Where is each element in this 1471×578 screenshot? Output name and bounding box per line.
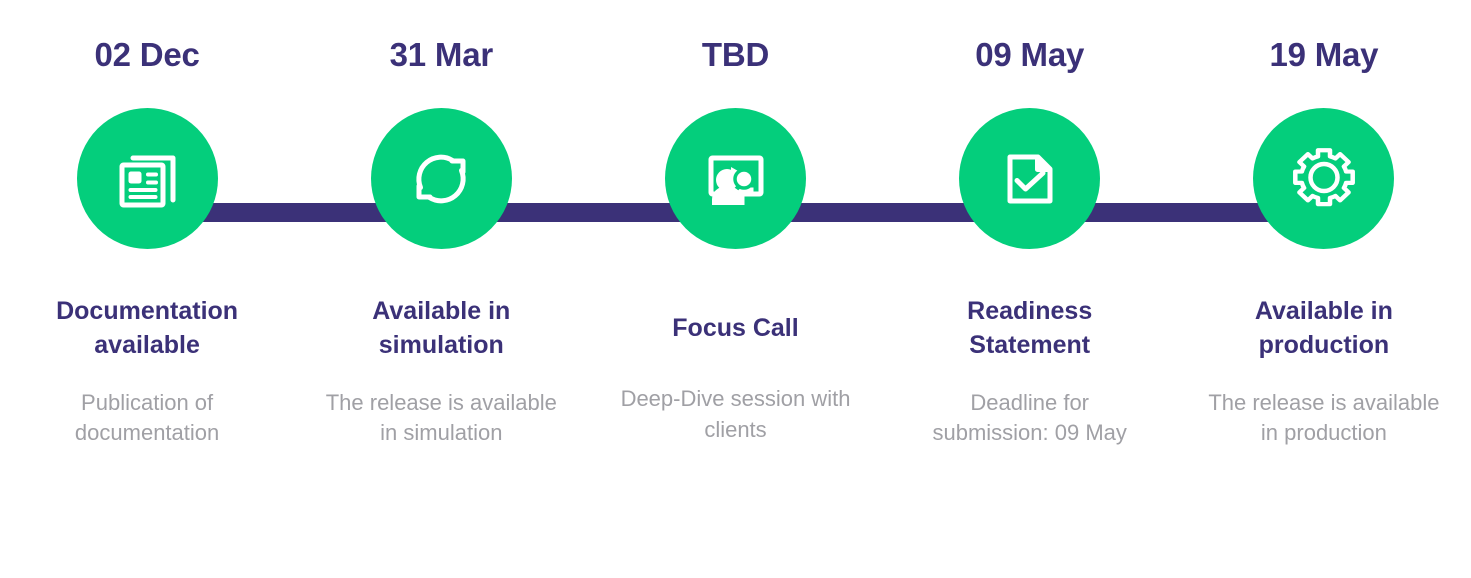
step-date: 31 Mar [389, 35, 494, 73]
step-badge[interactable] [665, 108, 806, 249]
timeline-step-production[interactable]: 19 May Available in production The relea… [1177, 0, 1471, 578]
step-badge[interactable] [76, 108, 218, 249]
step-badge[interactable] [959, 108, 1101, 249]
timeline-step-documentation[interactable]: 02 Dec Documentation available Publicati… [0, 0, 294, 578]
document-check-icon [994, 143, 1066, 215]
gear-icon [1288, 143, 1360, 215]
step-date: TBD [701, 35, 770, 73]
step-title: Available in simulation [372, 297, 511, 359]
timeline-step-simulation[interactable]: 31 Mar Available in simulation The relea… [294, 0, 588, 578]
step-description: Deep-Dive session with clients [620, 385, 851, 442]
step-title: Available in production [1254, 297, 1393, 359]
webinar-presentation-icon [700, 143, 772, 215]
refresh-sync-icon [405, 143, 477, 215]
step-date: 02 Dec [94, 35, 200, 73]
newspaper-icon [111, 143, 183, 215]
step-date: 09 May [975, 35, 1085, 73]
step-description: Deadline for submission: 09 May [932, 389, 1127, 446]
timeline-step-readiness-statement[interactable]: 09 May Readiness Statement Deadline for … [883, 0, 1177, 578]
step-badge[interactable] [370, 108, 512, 249]
step-description: The release is available in simulation [325, 389, 557, 446]
step-description: Publication of documentation [74, 389, 220, 446]
timeline-step-focus-call[interactable]: TBD Focus Call Deep-Dive sessi [588, 0, 882, 578]
step-date: 19 May [1269, 35, 1379, 73]
step-title: Focus Call [672, 314, 799, 342]
step-badge[interactable] [1253, 108, 1395, 249]
step-title: Readiness Statement [967, 297, 1093, 359]
step-title: Documentation available [56, 297, 239, 359]
step-description: The release is available in production [1208, 389, 1440, 446]
